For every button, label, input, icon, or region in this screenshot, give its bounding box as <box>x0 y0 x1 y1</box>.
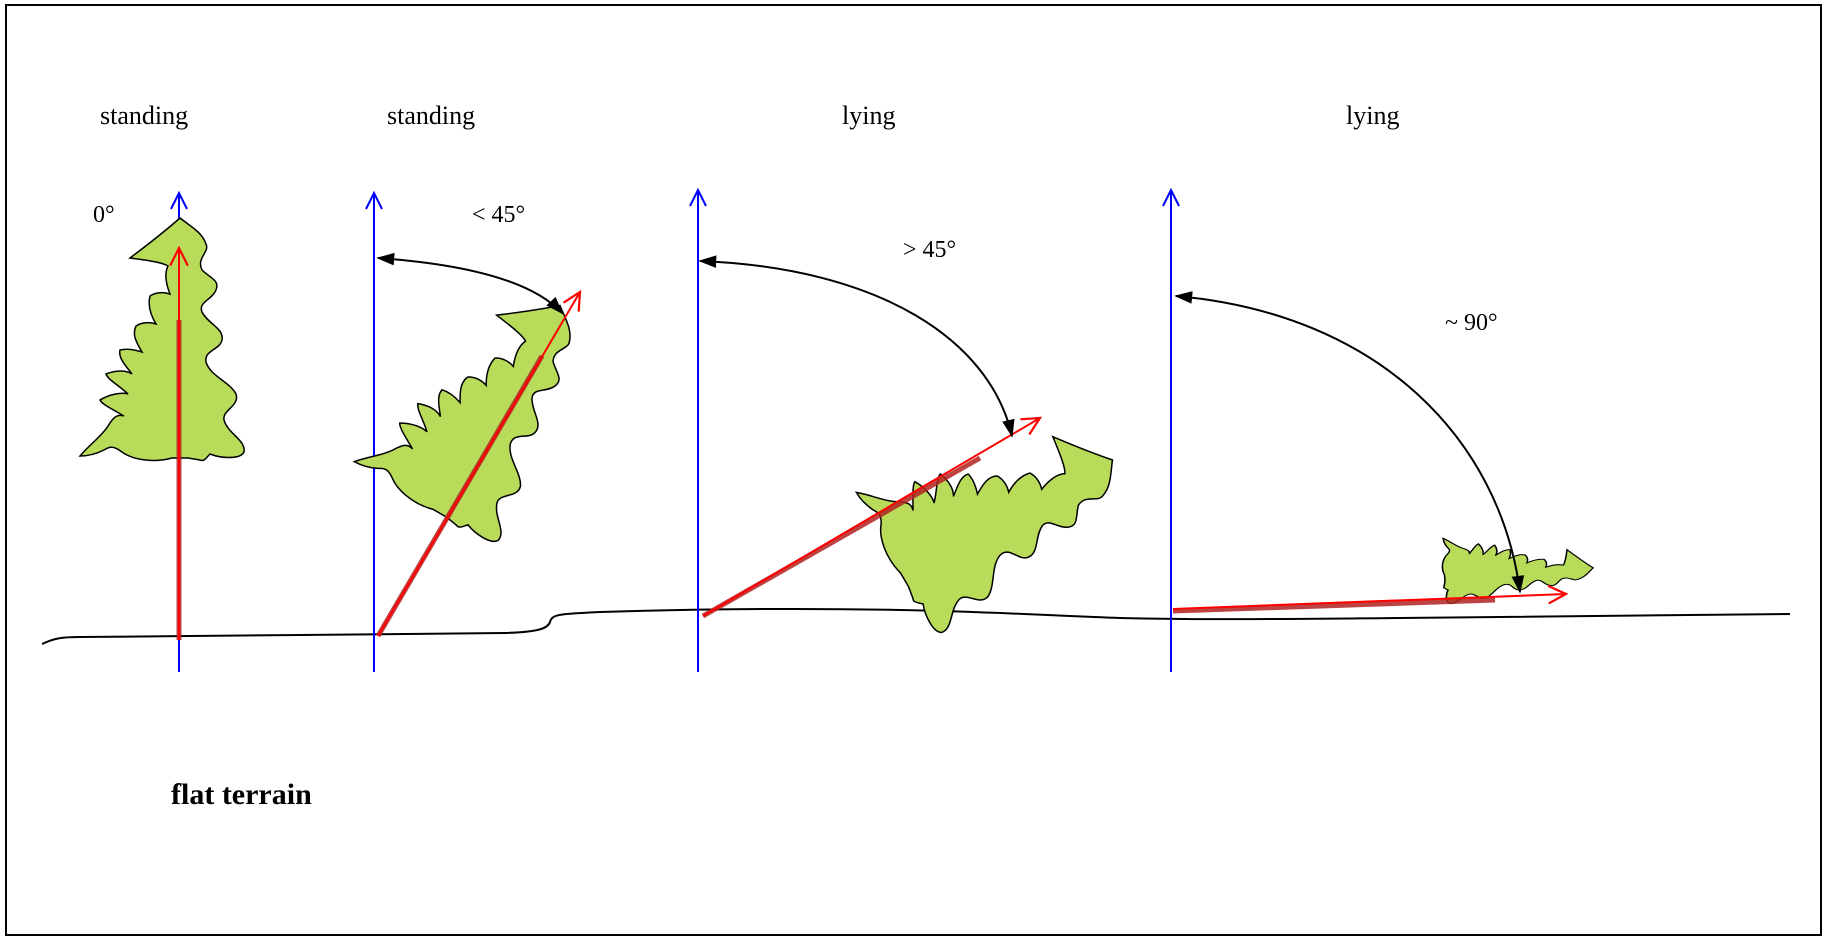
panel-standing-vertical <box>79 193 245 672</box>
state-label-3: lying <box>842 101 895 130</box>
angle-label-3: > 45° <box>903 237 956 263</box>
state-label-1: standing <box>100 101 188 130</box>
angle-label-2: < 45° <box>472 202 525 228</box>
angle-label-4: ~ 90° <box>1445 310 1498 336</box>
panel-lying-horizontal <box>1171 190 1596 672</box>
angle-arc <box>376 252 564 315</box>
state-label-2: standing <box>387 101 475 130</box>
tree-trunk <box>1172 597 1496 614</box>
tree-direction-arrow <box>702 418 1040 617</box>
panel-lying-tilted <box>698 190 1146 672</box>
panel-standing-tilted <box>351 193 617 672</box>
tree-crown <box>79 217 245 462</box>
tree-direction-arrow <box>1172 594 1566 610</box>
angle-arc <box>1174 291 1525 594</box>
state-label-4: lying <box>1346 101 1399 130</box>
ground-line <box>41 607 1791 645</box>
tree-crown <box>1439 527 1596 605</box>
terrain-caption: flat terrain <box>171 778 312 811</box>
tree-direction-arrow <box>377 292 580 637</box>
angle-arc <box>698 255 1015 438</box>
angle-label-1: 0° <box>93 202 115 228</box>
diagram-frame <box>5 4 1822 936</box>
